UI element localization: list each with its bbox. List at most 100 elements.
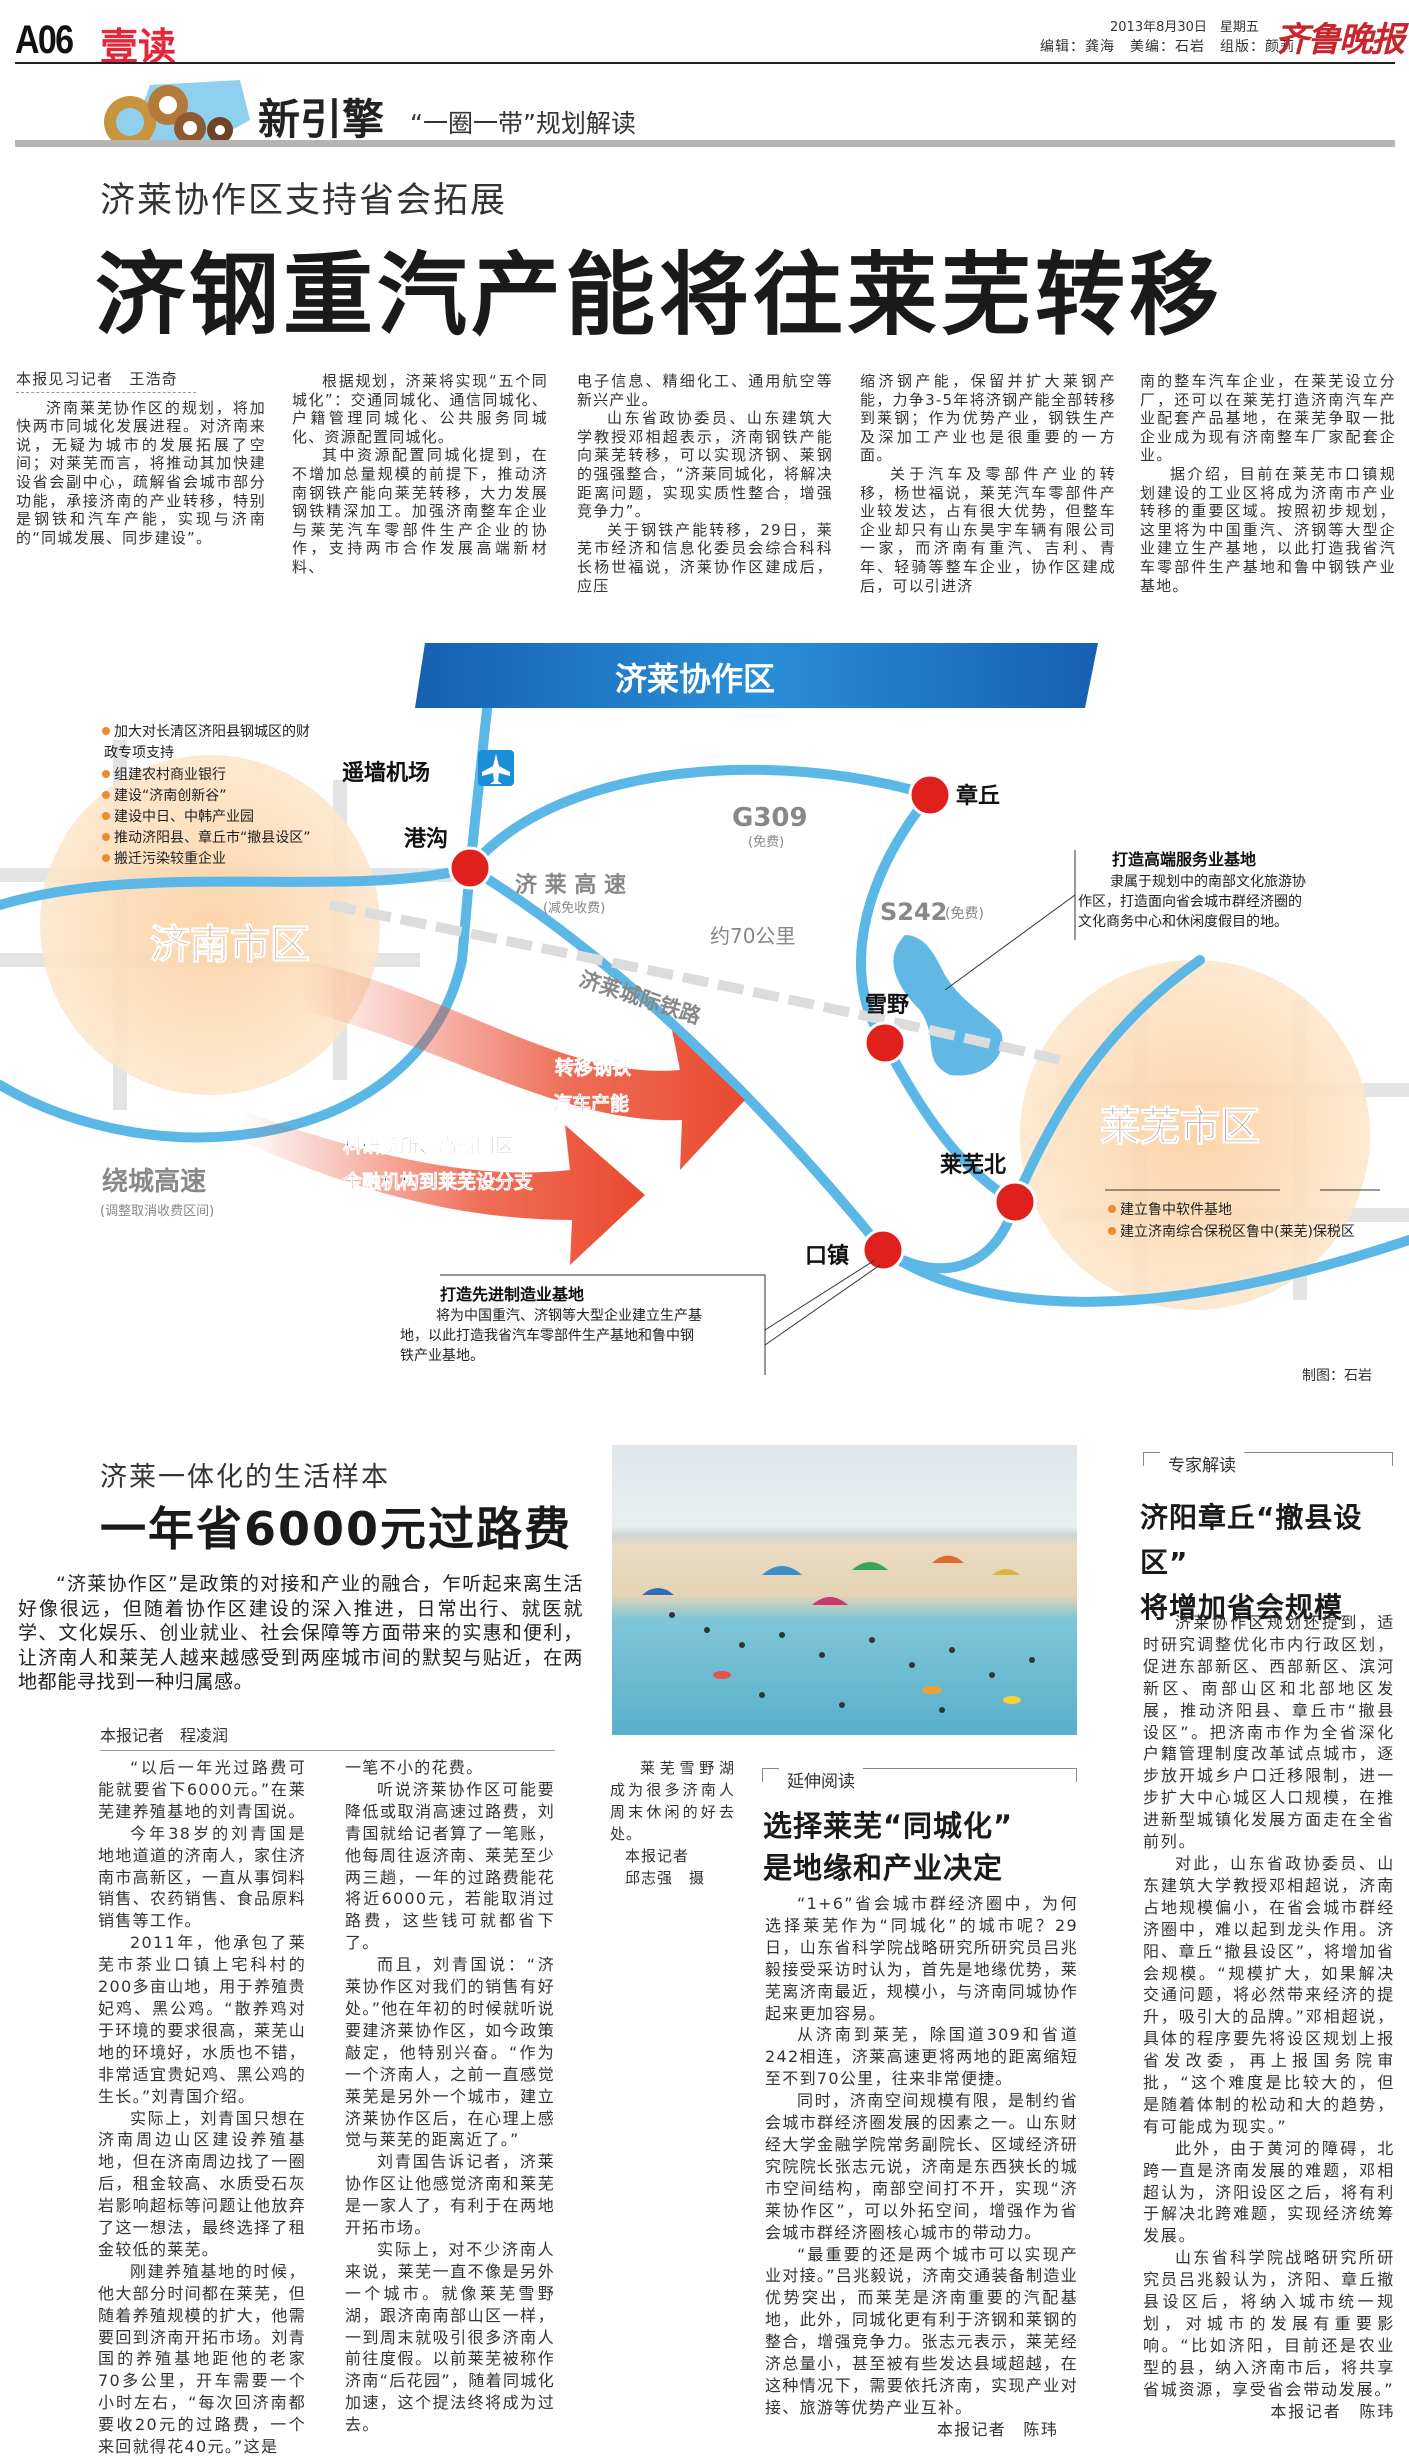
paragraph: 缩济钢产能，保留并扩大莱钢产能，力争3-5年将济钢产能全部转移到莱钢；作为优势产… <box>860 372 1116 465</box>
extended-body: “1+6”省会城市群经济圈中，为何选择莱芜作为“同城化”的城市呢？29日，山东省… <box>765 1893 1078 2441</box>
paragraph: 实际上，刘青国只想在济南周边山区建设养殖基地，但在济南周边找了一圈后，租金较高、… <box>98 2108 306 2259</box>
expert-body: 济莱协作区规划还提到，适时研究调整优化市内行政区划，促进东部新区、西部新区、滨河… <box>1143 1612 1395 2423</box>
jinan-bullet: 加大对长清区济阳县钢城区的财 <box>114 724 310 740</box>
extended-headline: 选择莱芜“同城化” 是地缘和产业决定 <box>763 1805 1013 1889</box>
callout-manufacturing-base: 打造先进制造业基地 将为中国重汽、济钢等大型企业建立生产基 地，以此打造我省汽车… <box>400 1259 881 1375</box>
paragraph: 同时，济南空间规模有限，是制约省会城市群经济圈发展的因素之一。山东财经大学金融学… <box>765 2091 1078 2242</box>
arrow-institution-transfer <box>240 1110 645 1265</box>
life-kicker: 济莱一体化的生活样本 <box>100 1462 390 1493</box>
section-name: 壹读 <box>100 25 177 69</box>
laiwu-bullet: 建立济南综合保税区鲁中(莱芜)保税区 <box>1120 1223 1355 1240</box>
paragraph: 关于汽车及零部件产业的转移，杨世福说，莱芜汽车零部件产业较发达，占有很大优势，但… <box>860 464 1116 595</box>
paragraph: “最重要的还是两个城市可以实现产业对接。”吕兆毅说，济南交通装备制造业优势突出，… <box>765 2244 1078 2417</box>
arrow1-line1: 转移钢铁 <box>555 1056 631 1079</box>
paragraph: 山东省政协委员、山东建筑大学教授邓相超表示，济南钢铁产能向莱芜转移，可以实现济钢… <box>577 409 833 521</box>
banner-bar <box>15 140 1395 147</box>
headline-line: 是地缘和产业决定 <box>763 1851 1004 1885</box>
paragraph: 山东省科学院战略研究所研究员吕兆毅认为，济阳、章丘撤县设区后，将纳入城市统一规划… <box>1143 2248 1395 2399</box>
jinan-bullet: 建设“济南创新谷” <box>114 788 227 804</box>
paragraph: 此外，由于黄河的障碍，北跨一直是济南发展的难题，邓相超认为，济阳设区之后，将有利… <box>1143 2138 1395 2246</box>
paragraph: 其中资源配置同城化提到，在不增加总量规模的前提下，推动济南钢铁产能向莱芜转移，大… <box>292 446 548 576</box>
label-g309-note: (免费) <box>748 835 784 850</box>
jinan-bullet: 建设中日、中韩产业园 <box>114 809 254 825</box>
lead-kicker: 济莱协作区支持省会拓展 <box>100 181 508 221</box>
editor-credits: 编辑：龚海 美编：石岩 组版：颜莉 <box>1040 39 1295 55</box>
label-ganggou: 港沟 <box>404 826 448 852</box>
city-dots <box>448 773 1037 1272</box>
label-g309: G309 <box>732 803 808 833</box>
expert-label: 专家解读 <box>1160 1451 1244 1476</box>
life-column-2: 一笔不小的花费。 听说济莱协作区可能要降低或取消高速过路费，刘青国就给记者算了一… <box>345 1757 555 2436</box>
arrow-steel-transfer <box>300 960 745 1170</box>
callout-line: 文化商务中心和休闲度假目的地。 <box>1078 914 1288 930</box>
life-column-1: “以后一年光过路费可能就要省下6000元。”在莱芜建养殖基地的刘青国说。 今年3… <box>98 1757 306 2458</box>
callout-line: 将为中国重汽、济钢等大型企业建立生产基 <box>436 1307 702 1324</box>
arrow2-line1: 科研院所、高新园区 <box>343 1134 514 1157</box>
label-laiwu-city: 莱芜市区 <box>1100 1104 1260 1150</box>
intercity-rail <box>329 900 1062 1065</box>
arrow2-line2: 金融机构到莱芜设分支 <box>342 1170 534 1193</box>
jinan-circle <box>40 755 380 1095</box>
headline-line: 济阳章丘“撤县设区” <box>1140 1501 1363 1579</box>
expert-byline: 本报记者 陈玮 <box>1270 2401 1395 2421</box>
issue-date: 2013年8月30日 星期五 <box>1110 20 1259 35</box>
jinan-bullet: 搬迁污染较重企业 <box>114 850 226 867</box>
label-kouzhen: 口镇 <box>805 1244 849 1269</box>
gears-icon <box>104 80 250 142</box>
photo-caption: 莱芜雪野湖成为很多济南人周末休闲的好去处。 本报记者 邱志强 摄 <box>610 1757 735 1889</box>
paragraph: 实际上，对不少济南人来说，莱芜一直不像是另外一个城市。就像莱芜雪野湖，跟济南南部… <box>345 2239 555 2435</box>
expert-headline: 济阳章丘“撤县设区” 将增加省会规模 <box>1140 1495 1409 1630</box>
newspaper-logo: 齐鲁晚报 <box>1275 20 1405 60</box>
expert-label-box: 专家解读 <box>1143 1451 1393 1476</box>
label-jilai-expressway: 济 莱 高 速 <box>515 872 626 898</box>
caption-text: 莱芜雪野湖成为很多济南人周末休闲的好去处。 <box>610 1759 735 1843</box>
callout-line: 地，以此打造我省汽车零部件生产基地和鲁中钢 <box>400 1327 694 1344</box>
paragraph: 而且，刘青国说：“济莱协作区对我们的销售有好处。”他在年初的时候就听说要建济莱协… <box>345 1955 555 2150</box>
page-number: A06 <box>15 18 74 62</box>
label-zhangqiu: 章丘 <box>956 783 1000 809</box>
callout-title: 打造先进制造业基地 <box>440 1285 584 1304</box>
jinan-bullet: 政专项支持 <box>104 745 174 761</box>
label-jinan-city: 济南市区 <box>150 922 310 968</box>
life-headline: 一年省6000元过路费 <box>100 1502 573 1556</box>
lead-headline: 济钢重汽产能将往莱芜转移 <box>95 243 1223 348</box>
jilai-map: 济莱协作区 遥墙机场 港沟 章丘 雪野 莱芜北 口镇 济南市区 莱芜市区 G30… <box>0 643 1409 1384</box>
extended-byline: 本报记者 陈玮 <box>936 2419 1058 2439</box>
photo-credit-line1: 本报记者 <box>625 1847 690 1865</box>
paragraph: 对此，山东省政协委员、山东建筑大学教授邓相超说，济南占地规模偏小，在省会城市群经… <box>1143 1853 1395 2136</box>
column-title: 新引擎 <box>258 95 385 144</box>
headline-line: 选择莱芜“同城化” <box>763 1809 1014 1843</box>
lead-column-1: 本报见习记者 王浩奇 济南莱芜协作区的规划，将加快两市同城化发展进程。对济南来说… <box>16 370 266 547</box>
callout-line: 隶属于规划中的南部文化旅游协 <box>1110 874 1306 890</box>
map-credit: 制图：石岩 <box>1302 1368 1372 1384</box>
extended-label: 延伸阅读 <box>779 1767 863 1792</box>
jinan-bullet: 推动济阳县、章丘市“撤县设区” <box>114 829 311 846</box>
lead-column-5: 南的整车汽车企业，在莱芜设立分厂，还可以在莱芜打造济南汽车产业配套产品基地，在莱… <box>1140 372 1396 595</box>
extended-label-box: 延伸阅读 <box>762 1767 1077 1792</box>
map-banner-title: 济莱协作区 <box>615 660 775 698</box>
label-s242: S242 <box>880 898 947 926</box>
jinan-bullet: 组建农村商业银行 <box>114 767 226 783</box>
masthead-rule <box>15 62 1395 64</box>
paragraph: 听说济莱协作区可能要降低或取消高速过路费，刘青国就给记者算了一笔账，他每周往返济… <box>345 1779 555 1953</box>
paragraph: “以后一年光过路费可能就要省下6000元。”在莱芜建养殖基地的刘青国说。 <box>98 1758 306 1821</box>
paragraph: 一笔不小的花费。 <box>345 1758 484 1777</box>
paragraph: 济莱协作区规划还提到，适时研究调整优化市内行政区划，促进东部新区、西部新区、滨河… <box>1143 1613 1395 1852</box>
paragraph: 据介绍，目前在莱芜市口镇规划建设的工业区将成为济南市产业转移的重要区域。按照初步… <box>1140 464 1396 595</box>
life-byline: 本报记者 程凌润 <box>100 1722 555 1751</box>
headline-line: 将增加省会规模 <box>1140 1591 1344 1624</box>
lead-column-4: 缩济钢产能，保留并扩大莱钢产能，力争3-5年将济钢产能全部转移到莱钢；作为优势产… <box>860 372 1116 595</box>
paragraph: 刚建养殖基地的时候，他大部分时间都在莱芜，但随着养殖规模的扩大，他需要回到济南开… <box>98 2261 306 2457</box>
label-ring-expressway: 绕城高速 <box>102 1166 206 1197</box>
callout-line: 铁产业基地。 <box>400 1347 484 1364</box>
label-jilai-note: (减免收费) <box>543 901 605 916</box>
arrow1-line2: 汽车产能 <box>553 1092 629 1115</box>
paragraph: 刘青国告诉记者，济莱协作区让他感觉济南和莱芜是一家人了，有利于在两地开拓市场。 <box>345 2152 555 2238</box>
label-xueye: 雪野 <box>865 993 909 1018</box>
photo-credit-line2: 邱志强 摄 <box>625 1869 706 1887</box>
map-banner <box>415 643 1098 708</box>
paragraph: 电子信息、精细化工、通用航空等新兴产业。 <box>577 372 833 409</box>
xueye-lake <box>893 935 1003 1076</box>
label-distance: 约70公里 <box>710 924 795 948</box>
label-airport: 遥墙机场 <box>342 761 430 786</box>
